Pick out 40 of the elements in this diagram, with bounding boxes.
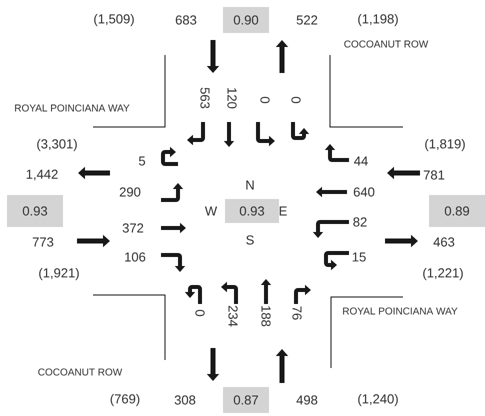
volume-label: 188 bbox=[261, 306, 271, 326]
volume-label: 120 bbox=[227, 88, 237, 108]
volume-label: 781 bbox=[424, 170, 444, 180]
volume-label: 82 bbox=[353, 217, 367, 227]
street-name: ROYAL POINCIANA WAY bbox=[343, 307, 458, 315]
volume-label: 0 bbox=[195, 310, 205, 316]
volume-label: (1,509) bbox=[94, 14, 134, 26]
volume-label: 308 bbox=[174, 395, 196, 405]
volume-label: (769) bbox=[110, 394, 140, 406]
volume-label: 44 bbox=[354, 156, 368, 166]
volume-label: 563 bbox=[200, 88, 210, 108]
volume-label: (1,819) bbox=[425, 138, 465, 152]
volume-label: (1,198) bbox=[358, 14, 398, 26]
street-name: ROYAL POINCIANA WAY bbox=[15, 104, 130, 112]
factor-box: 0.89 bbox=[429, 195, 485, 227]
volume-label: 498 bbox=[296, 395, 318, 405]
volume-label: 5 bbox=[138, 156, 146, 166]
volume-label: 640 bbox=[354, 187, 374, 197]
compass-letter: S bbox=[246, 235, 254, 245]
factor-box: 0.87 bbox=[223, 387, 269, 413]
volume-label: 0 bbox=[291, 96, 301, 104]
volume-label: 0 bbox=[260, 96, 270, 104]
volume-label: (1,921) bbox=[39, 268, 79, 280]
volume-label: 290 bbox=[120, 187, 140, 197]
factor-box: 0.93 bbox=[7, 195, 63, 227]
volume-label: 522 bbox=[296, 15, 318, 25]
volume-label: (3,301) bbox=[37, 138, 77, 152]
volume-label: 683 bbox=[176, 15, 196, 25]
volume-label: 15 bbox=[352, 252, 366, 262]
volume-label: (1,240) bbox=[358, 394, 398, 406]
volume-label: 1,442 bbox=[26, 170, 58, 180]
volume-label: 106 bbox=[125, 252, 146, 262]
factor-box: 0.90 bbox=[223, 7, 269, 33]
volume-label: 372 bbox=[122, 223, 144, 233]
volume-label: 234 bbox=[228, 306, 238, 326]
volume-label: (1,221) bbox=[423, 268, 463, 280]
factor-box: 0.93 bbox=[225, 199, 279, 223]
volume-label: 76 bbox=[292, 306, 302, 320]
street-name: COCOANUT ROW bbox=[344, 40, 428, 48]
street-name: COCOANUT ROW bbox=[38, 368, 122, 376]
